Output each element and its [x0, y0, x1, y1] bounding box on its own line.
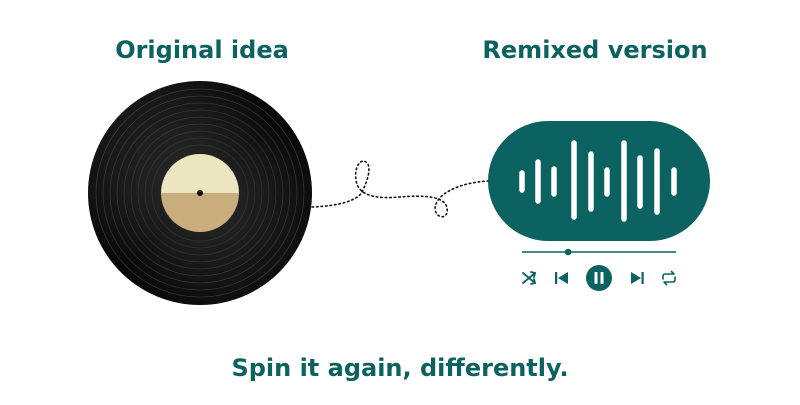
skip-next-icon[interactable]: [631, 272, 644, 284]
sound-wave-icon: [488, 121, 710, 241]
original-idea-heading: Original idea: [115, 36, 289, 64]
vinyl-record-icon: [88, 81, 312, 305]
remixed-version-heading: Remixed version: [482, 36, 708, 64]
tagline: Spin it again, differently.: [231, 354, 569, 382]
pause-button[interactable]: [586, 265, 612, 291]
skip-previous-icon[interactable]: [555, 272, 568, 284]
repeat-icon[interactable]: [662, 270, 676, 286]
progress-knob[interactable]: [564, 248, 572, 256]
pause-icon: [594, 272, 604, 284]
shuffle-icon[interactable]: [522, 271, 537, 285]
dotted-connector: [311, 160, 491, 218]
